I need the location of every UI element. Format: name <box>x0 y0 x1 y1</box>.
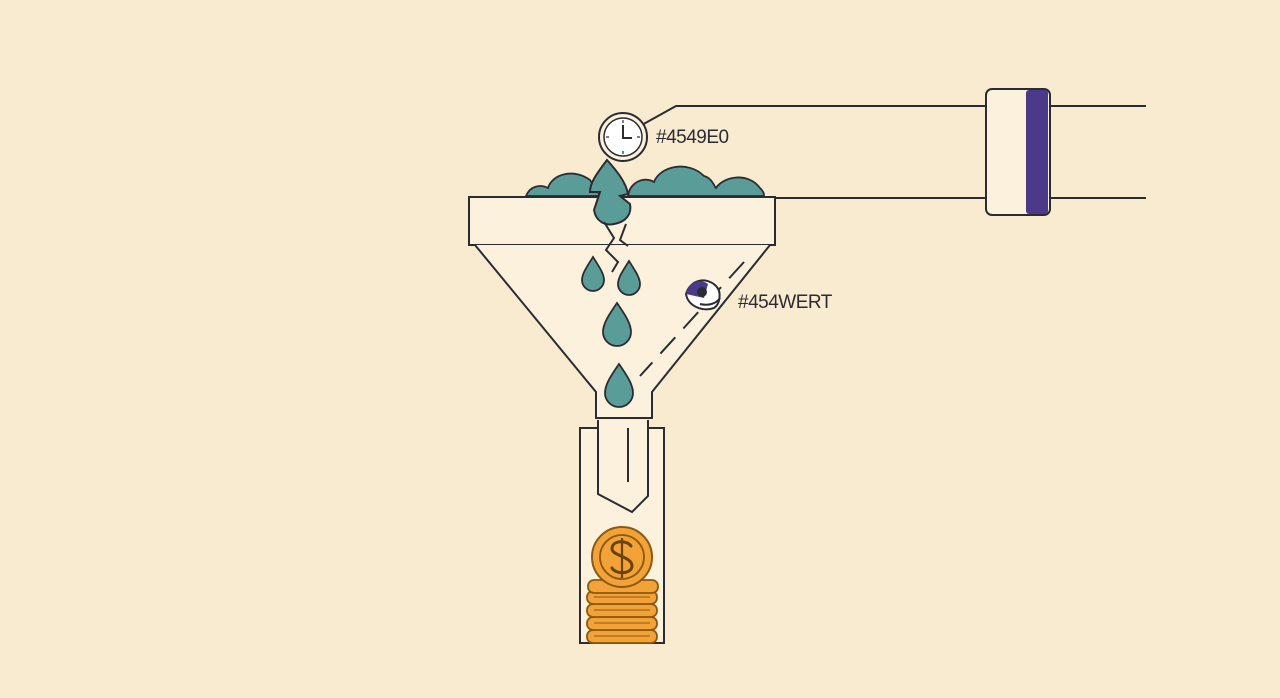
water-droplets <box>581 255 641 408</box>
clock-label: #4549E0 <box>656 127 729 148</box>
dashed-path <box>639 261 745 377</box>
clock-icon <box>598 112 648 162</box>
inlet-pipe <box>639 105 1146 199</box>
coupling-band <box>1026 90 1048 214</box>
eye-label: #454WERT <box>738 292 833 313</box>
droplet <box>602 301 632 347</box>
dollar-coin-icon <box>591 526 653 588</box>
pipe-coupling <box>985 88 1051 216</box>
coin-stack <box>586 579 659 644</box>
droplet <box>581 255 605 292</box>
droplet <box>617 259 641 296</box>
breaking-droplet <box>588 158 632 273</box>
foam-clouds <box>524 165 765 197</box>
eye-icon <box>684 279 721 311</box>
droplet <box>604 362 634 408</box>
